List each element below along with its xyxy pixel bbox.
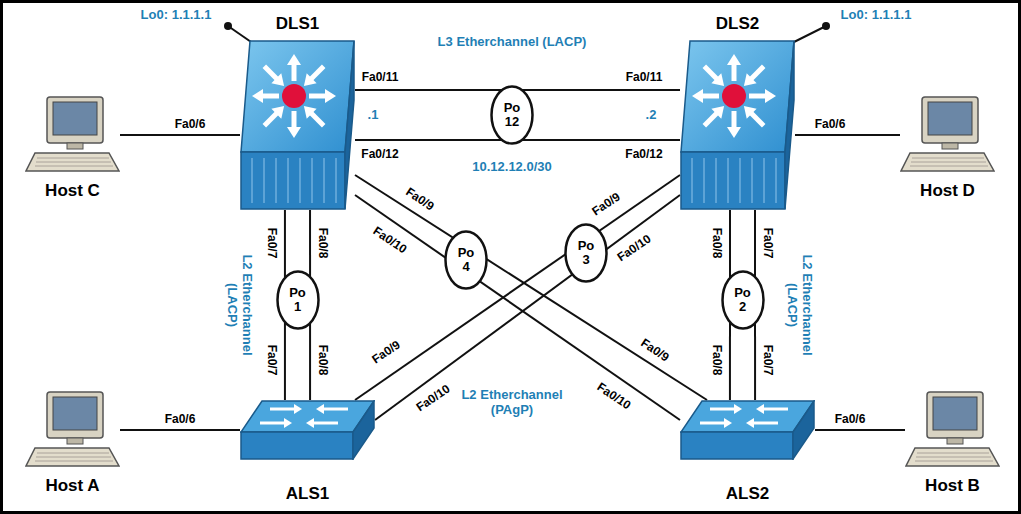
port-channel-oval: Po 4: [444, 230, 488, 290]
port-label: Fa0/8: [316, 227, 330, 260]
port-channel-label: Po 3: [574, 239, 598, 267]
port-channel-label: Po 1: [286, 286, 310, 314]
link-cable: [795, 134, 900, 136]
port-label: Fa0/6: [164, 412, 197, 426]
network-note: L2 Etherchannel (LACP): [785, 249, 815, 361]
port-label: Fa0/6: [834, 412, 867, 426]
port-channel-label: Po 12: [500, 101, 524, 129]
port-label: Fa0/10: [614, 231, 654, 265]
network-note: .1: [368, 108, 379, 122]
host-node: Host D: [900, 95, 995, 175]
host-node: Host B: [905, 390, 1000, 470]
port-label: Fa0/7: [761, 344, 775, 377]
network-note: L2 Etherchannel (PAgP): [456, 387, 568, 417]
network-note: 10.12.12.0/30: [472, 160, 552, 174]
loopback-dot: [224, 22, 232, 30]
multilayer-switch-icon: [240, 40, 355, 210]
port-label: Fa0/7: [265, 344, 279, 377]
port-label: Fa0/7: [265, 227, 279, 260]
multilayer-switch-node: DLS2: [680, 40, 795, 210]
link-cable: [355, 175, 707, 400]
device-name: Host C: [45, 181, 100, 201]
port-channel-oval: Po 3: [564, 223, 608, 283]
loopback-lead: [790, 26, 826, 44]
link-cable: [815, 429, 905, 431]
device-name: DLS2: [716, 14, 759, 34]
port-channel-oval: Po 1: [276, 270, 320, 330]
port-label: Fa0/7: [761, 227, 775, 260]
port-label: Fa0/10: [413, 381, 453, 415]
multilayer-switch-icon: [680, 40, 795, 210]
switch-icon: [680, 400, 815, 460]
device-name: Host D: [920, 181, 975, 201]
network-note: .2: [646, 108, 657, 122]
network-note: L2 Etherchannel (LACP): [225, 249, 255, 361]
link-cable: [120, 429, 240, 431]
network-note: Lo0: 1.1.1.1: [841, 8, 912, 22]
access-switch-node: ALS2: [680, 400, 815, 460]
network-note: Lo0: 1.1.1.1: [141, 8, 212, 22]
port-label: Fa0/11: [625, 70, 664, 84]
computer-icon: [25, 390, 120, 470]
port-channel-oval: Po 12: [490, 85, 534, 145]
port-label: Fa0/6: [814, 117, 847, 131]
port-label: Fa0/8: [316, 344, 330, 377]
device-name: ALS2: [726, 484, 769, 504]
computer-icon: [900, 95, 995, 175]
port-label: Fa0/12: [624, 147, 663, 161]
computer-icon: [905, 390, 1000, 470]
port-label: Fa0/9: [638, 335, 673, 365]
port-label: Fa0/9: [589, 189, 624, 219]
link-cable: [120, 134, 240, 136]
port-label: Fa0/8: [710, 344, 724, 377]
loopback-dot: [822, 22, 830, 30]
multilayer-switch-node: DLS1: [240, 40, 355, 210]
switch-icon: [240, 400, 375, 460]
port-label: Fa0/11: [361, 70, 400, 84]
link-cable: [375, 195, 680, 420]
link-cable: [355, 175, 680, 400]
host-node: Host C: [25, 95, 120, 175]
port-label: Fa0/8: [710, 227, 724, 260]
device-name: Host A: [45, 476, 99, 496]
access-switch-node: ALS1: [240, 400, 375, 460]
device-name: DLS1: [276, 14, 319, 34]
network-note: L3 Etherchannel (LACP): [438, 35, 587, 49]
port-label: Fa0/9: [369, 337, 404, 367]
port-channel-oval: Po 2: [721, 270, 765, 330]
port-channel-label: Po 2: [731, 286, 755, 314]
port-label: Fa0/12: [360, 147, 399, 161]
host-node: Host A: [25, 390, 120, 470]
link-cable: [355, 195, 680, 420]
computer-icon: [25, 95, 120, 175]
device-name: ALS1: [286, 484, 329, 504]
port-channel-label: Po 4: [454, 246, 478, 274]
port-label: Fa0/6: [174, 117, 207, 131]
device-name: Host B: [925, 476, 980, 496]
